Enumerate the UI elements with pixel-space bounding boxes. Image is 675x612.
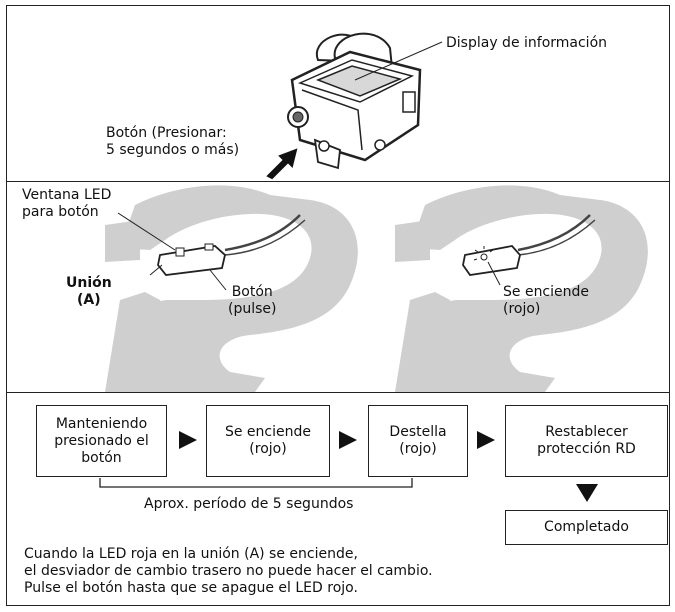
- lights-red-label: Se enciende (rojo): [503, 284, 590, 317]
- flow-arrow-3: [477, 431, 495, 449]
- button-pulse-label: Botón (pulse): [228, 284, 277, 317]
- period-label: Aprox. período de 5 segundos: [144, 496, 354, 512]
- handlebar-left-illustration: [105, 185, 358, 392]
- step-reset-rd: Restablecer protección RD: [505, 405, 668, 477]
- junction-label: Unión (A): [66, 275, 112, 308]
- step-hold-button: Manteniendo presionado el botón: [36, 405, 167, 477]
- display-unit-illustration: [287, 32, 443, 170]
- step-blinks-red: Destella (rojo): [368, 405, 468, 477]
- warning-note: Cuando la LED roja en la unión (A) se en…: [24, 546, 433, 596]
- divider-middle: [6, 392, 670, 393]
- press-arrow: [266, 148, 298, 180]
- outer-frame: [6, 5, 670, 606]
- flow-arrow-1: [179, 431, 197, 449]
- display-label: Display de información: [446, 35, 608, 51]
- divider-top: [6, 181, 670, 182]
- flow-arrow-down: [576, 484, 598, 502]
- step-lights-red: Se enciende (rojo): [206, 405, 330, 477]
- led-window-label: Ventana LED para botón: [22, 187, 112, 220]
- flow-arrow-2: [339, 431, 357, 449]
- step-completed: Completado: [505, 510, 668, 545]
- button-press-label: Botón (Presionar: 5 segundos o más): [106, 125, 240, 158]
- period-bracket: [99, 478, 413, 488]
- handlebar-right-illustration: [395, 185, 648, 392]
